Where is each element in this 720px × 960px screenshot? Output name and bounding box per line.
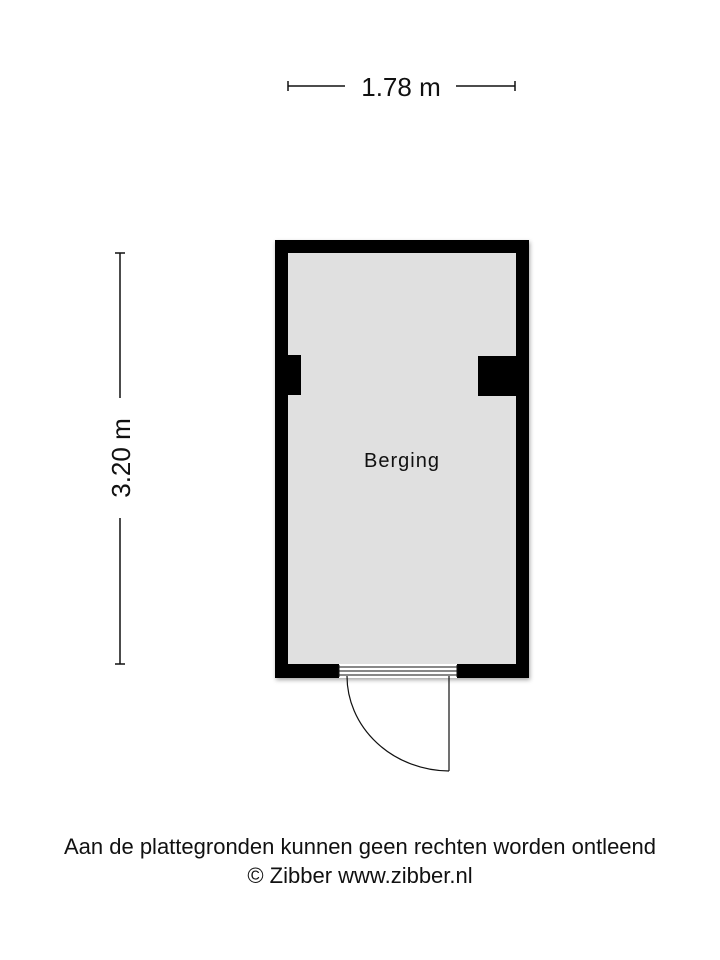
- door: [338, 664, 458, 772]
- wall-pillar-left: [288, 355, 301, 395]
- wall-pillar-right: [478, 356, 516, 396]
- width-dimension: 1.78 m: [287, 72, 516, 102]
- disclaimer-text: Aan de plattegronden kunnen geen rechten…: [63, 834, 657, 859]
- door-swing-arc: [346, 675, 450, 772]
- height-dimension: 3.20 m: [106, 252, 136, 665]
- width-dimension-label: 1.78 m: [361, 72, 441, 102]
- height-dimension-label: 3.20 m: [106, 418, 136, 498]
- room-label: Berging: [364, 450, 440, 472]
- copyright-text: © Zibber www.zibber.nl: [247, 863, 473, 888]
- room-floor: [288, 253, 516, 664]
- room-berging: Berging: [275, 240, 529, 678]
